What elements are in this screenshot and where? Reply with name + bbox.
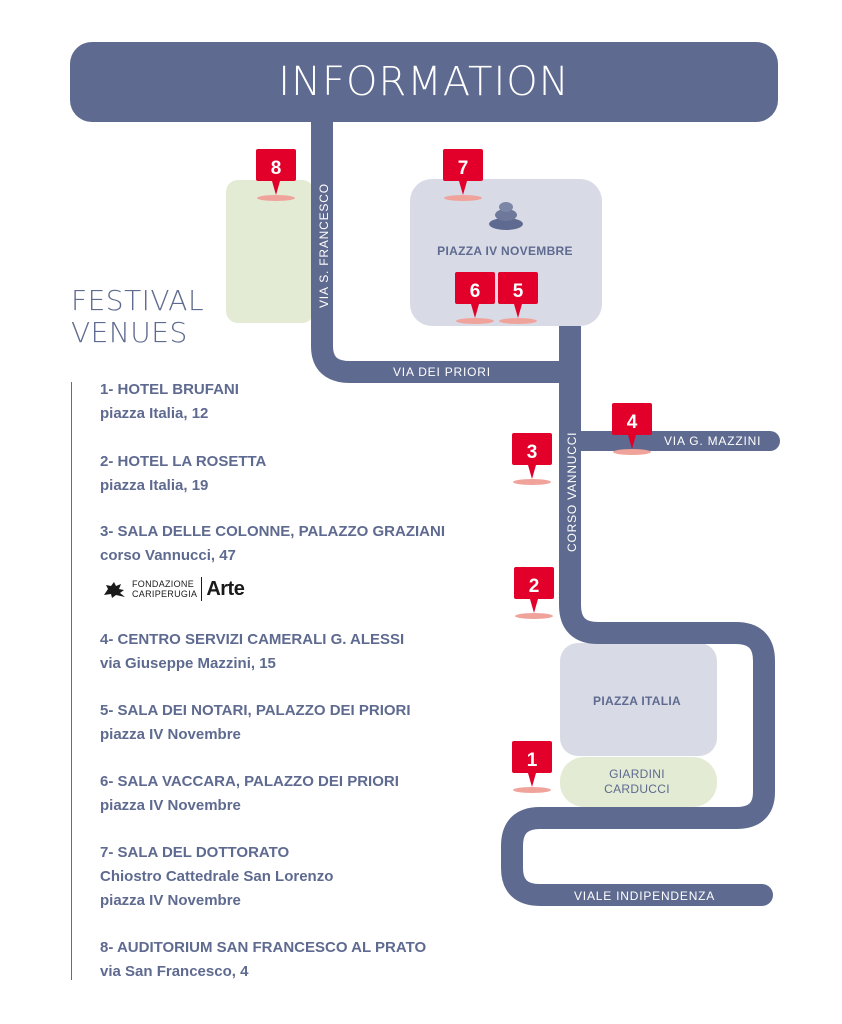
venue-address: via Giuseppe Mazzini, 15 bbox=[100, 655, 276, 672]
venue-title: 4- CENTRO SERVIZI CAMERALI G. ALESSI bbox=[100, 631, 405, 648]
square-label-piazza-italia: PIAZZA ITALIA bbox=[593, 694, 681, 708]
title-line-1: FESTIVAL bbox=[71, 284, 205, 317]
pin-number: 4 bbox=[627, 412, 638, 433]
giardini-carducci-area bbox=[560, 757, 717, 807]
information-banner: INFORMATION bbox=[70, 42, 778, 122]
venue-item-3[interactable]: 3- SALA DELLE COLONNE, PALAZZO GRAZIANI … bbox=[100, 520, 480, 568]
festival-venues-title: FESTIVAL VENUES bbox=[71, 285, 271, 349]
title-line-2: VENUES bbox=[71, 316, 188, 349]
street-label-via-s-francesco: VIA S. FRANCESCO bbox=[317, 183, 331, 308]
road-corso-vannucci bbox=[501, 326, 775, 906]
venue-item-7[interactable]: 7- SALA DEL DOTTORATO Chiostro Cattedral… bbox=[100, 841, 480, 913]
venue-title: 8- AUDITORIUM SAN FRANCESCO AL PRATO bbox=[100, 939, 427, 956]
venue-title: 1- HOTEL BRUFANI bbox=[100, 381, 239, 398]
venue-list-divider bbox=[71, 382, 72, 980]
venue-pins: 1 2 3 4 5 6 7 bbox=[256, 149, 652, 793]
griffin-icon bbox=[104, 582, 125, 598]
street-label-via-g-mazzini: VIA G. MAZZINI bbox=[664, 434, 761, 448]
sponsor-brand: Arte bbox=[206, 577, 245, 600]
venue-address: piazza Italia, 19 bbox=[100, 477, 209, 494]
square-label-piazza-iv-novembre: PIAZZA IV NOVEMBRE bbox=[437, 244, 573, 258]
venue-pin-6[interactable]: 6 bbox=[455, 272, 495, 324]
sponsor-name: FONDAZIONE CARIPERUGIA bbox=[132, 579, 197, 599]
street-label-corso-vannucci: CORSO VANNUCCI bbox=[565, 432, 579, 552]
fountain-icon bbox=[489, 202, 523, 230]
venue-address: via San Francesco, 4 bbox=[100, 963, 249, 980]
venue-pin-2[interactable]: 2 bbox=[514, 567, 554, 619]
piazza-italia-area bbox=[560, 643, 717, 756]
venue-title: 7- SALA DEL DOTTORATO bbox=[100, 844, 290, 861]
san-francesco-area bbox=[226, 180, 314, 323]
pin-number: 5 bbox=[513, 281, 524, 302]
venue-title: 5- SALA DEI NOTARI, PALAZZO DEI PRIORI bbox=[100, 702, 411, 719]
sponsor-name-line1: FONDAZIONE bbox=[132, 579, 195, 589]
venue-item-6[interactable]: 6- SALA VACCARA, PALAZZO DEI PRIORI piaz… bbox=[100, 770, 480, 818]
street-label-viale-indipendenza: VIALE INDIPENDENZA bbox=[574, 889, 715, 903]
venue-pin-4[interactable]: 4 bbox=[612, 403, 652, 455]
venue-title: 3- SALA DELLE COLONNE, PALAZZO GRAZIANI bbox=[100, 523, 445, 540]
garden-label-line2: CARDUCCI bbox=[604, 782, 670, 796]
venue-address-line2: piazza IV Novembre bbox=[100, 892, 241, 909]
road-via-s-francesco bbox=[311, 118, 570, 383]
sponsor-name-line2: CARIPERUGIA bbox=[132, 589, 198, 599]
venue-address: piazza Italia, 12 bbox=[100, 405, 209, 422]
venue-item-1[interactable]: 1- HOTEL BRUFANI piazza Italia, 12 bbox=[100, 378, 480, 426]
venue-pin-7[interactable]: 7 bbox=[443, 149, 483, 201]
venue-item-4[interactable]: 4- CENTRO SERVIZI CAMERALI G. ALESSI via… bbox=[100, 628, 480, 676]
venue-address: piazza IV Novembre bbox=[100, 726, 241, 743]
pin-number: 7 bbox=[458, 158, 469, 179]
pin-number: 2 bbox=[529, 576, 540, 597]
venue-address: corso Vannucci, 47 bbox=[100, 547, 236, 564]
venue-pin-3[interactable]: 3 bbox=[512, 433, 552, 485]
sponsor-logo: FONDAZIONE CARIPERUGIA Arte bbox=[102, 576, 245, 602]
pin-number: 8 bbox=[271, 158, 282, 179]
venue-title: 2- HOTEL LA ROSETTA bbox=[100, 453, 267, 470]
venue-pin-1[interactable]: 1 bbox=[512, 741, 552, 793]
venue-item-5[interactable]: 5- SALA DEI NOTARI, PALAZZO DEI PRIORI p… bbox=[100, 699, 480, 747]
venue-item-2[interactable]: 2- HOTEL LA ROSETTA piazza Italia, 19 bbox=[100, 450, 480, 498]
garden-label-line1: GIARDINI bbox=[609, 767, 665, 781]
venue-address: Chiostro Cattedrale San Lorenzo bbox=[100, 868, 334, 885]
banner-title: INFORMATION bbox=[278, 59, 570, 105]
venue-address: piazza IV Novembre bbox=[100, 797, 241, 814]
pin-number: 1 bbox=[527, 750, 538, 771]
venue-item-8[interactable]: 8- AUDITORIUM SAN FRANCESCO AL PRATO via… bbox=[100, 936, 480, 984]
venue-pin-8[interactable]: 8 bbox=[256, 149, 296, 201]
sponsor-divider bbox=[201, 577, 203, 601]
venue-title: 6- SALA VACCARA, PALAZZO DEI PRIORI bbox=[100, 773, 399, 790]
pin-number: 6 bbox=[470, 281, 481, 302]
street-label-via-dei-priori: VIA DEI PRIORI bbox=[393, 365, 491, 379]
venue-pin-5[interactable]: 5 bbox=[498, 272, 538, 324]
pin-number: 3 bbox=[527, 442, 538, 463]
